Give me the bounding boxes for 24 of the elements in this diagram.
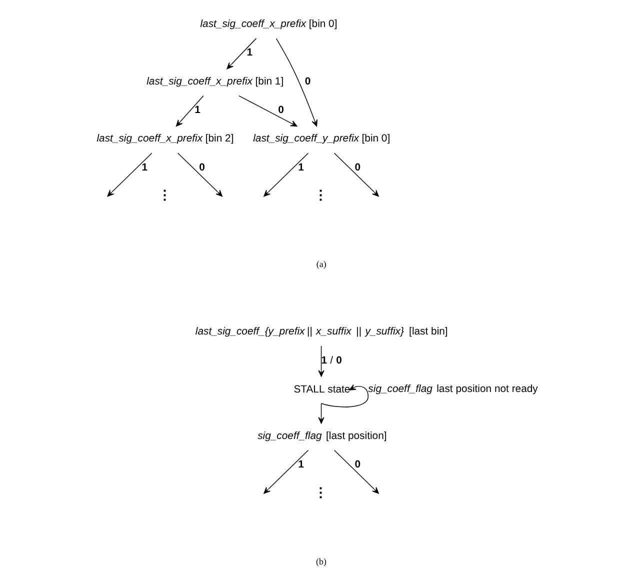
edge-label: 0 xyxy=(199,162,205,174)
edge-label: 0 xyxy=(304,76,311,88)
edge-label: 1 xyxy=(298,460,304,471)
edge-label: 1 xyxy=(298,162,304,174)
edge-label: 0 xyxy=(278,105,284,116)
edge-label: 1 / 0 xyxy=(321,355,342,366)
label: ⋮ xyxy=(314,484,328,500)
edge-label: 1 xyxy=(246,48,253,59)
label: ⋮ xyxy=(314,188,328,203)
node-text: last_sig_coeff_{y_prefix || x_suffix || y_suffix} [last bin] xyxy=(195,326,448,338)
label: (b) xyxy=(316,556,326,566)
label: (a) xyxy=(316,259,326,270)
node-text: sig_coeff_flag [last position] xyxy=(258,430,387,442)
edge-label: 1 xyxy=(142,162,148,174)
edge-label: 0 xyxy=(354,460,361,471)
edge-label: 1 xyxy=(194,105,200,116)
node-text: last_sig_coeff_y_prefix [bin 0] xyxy=(253,134,390,145)
edge-label: 0 xyxy=(354,162,361,174)
node-text: last_sig_coeff_x_prefix [bin 1] xyxy=(146,76,284,88)
edge-label: sig_coeff_flag last position not ready xyxy=(368,384,538,395)
node-text: STALL state xyxy=(294,384,350,396)
label: ⋮ xyxy=(158,188,171,203)
node-text: last_sig_coeff_x_prefix [bin 0] xyxy=(200,19,338,30)
node-text: last_sig_coeff_x_prefix [bin 2] xyxy=(96,134,234,145)
